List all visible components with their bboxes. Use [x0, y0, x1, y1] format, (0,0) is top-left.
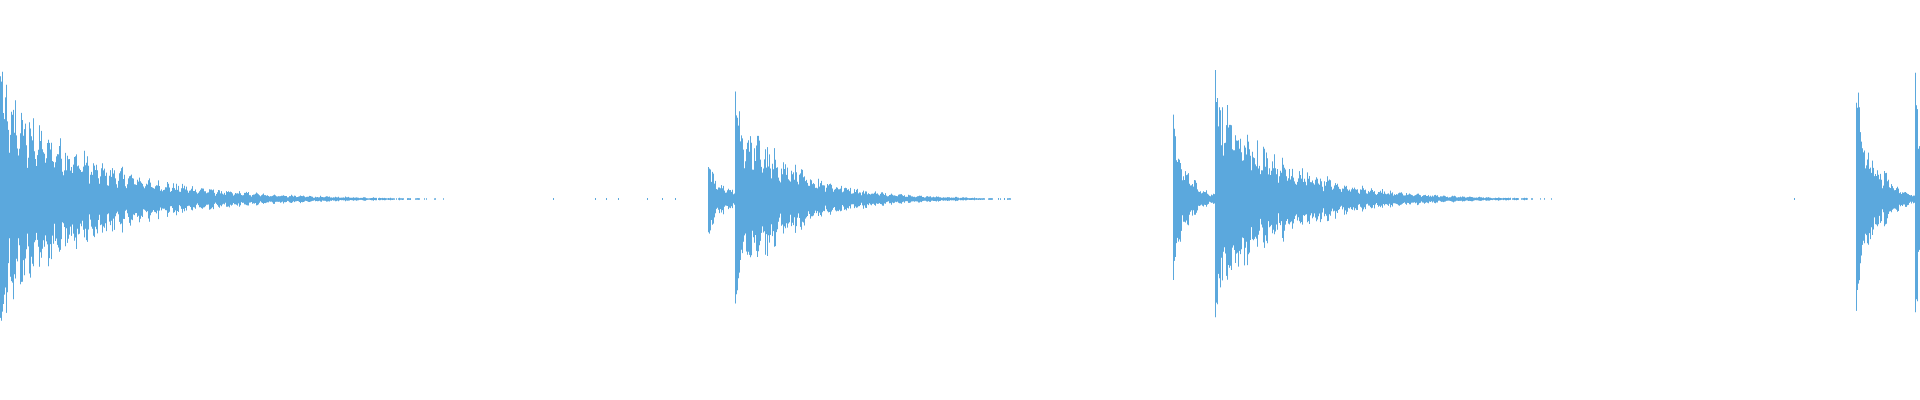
waveform-samples [0, 70, 1920, 321]
waveform-path [0, 70, 1920, 321]
